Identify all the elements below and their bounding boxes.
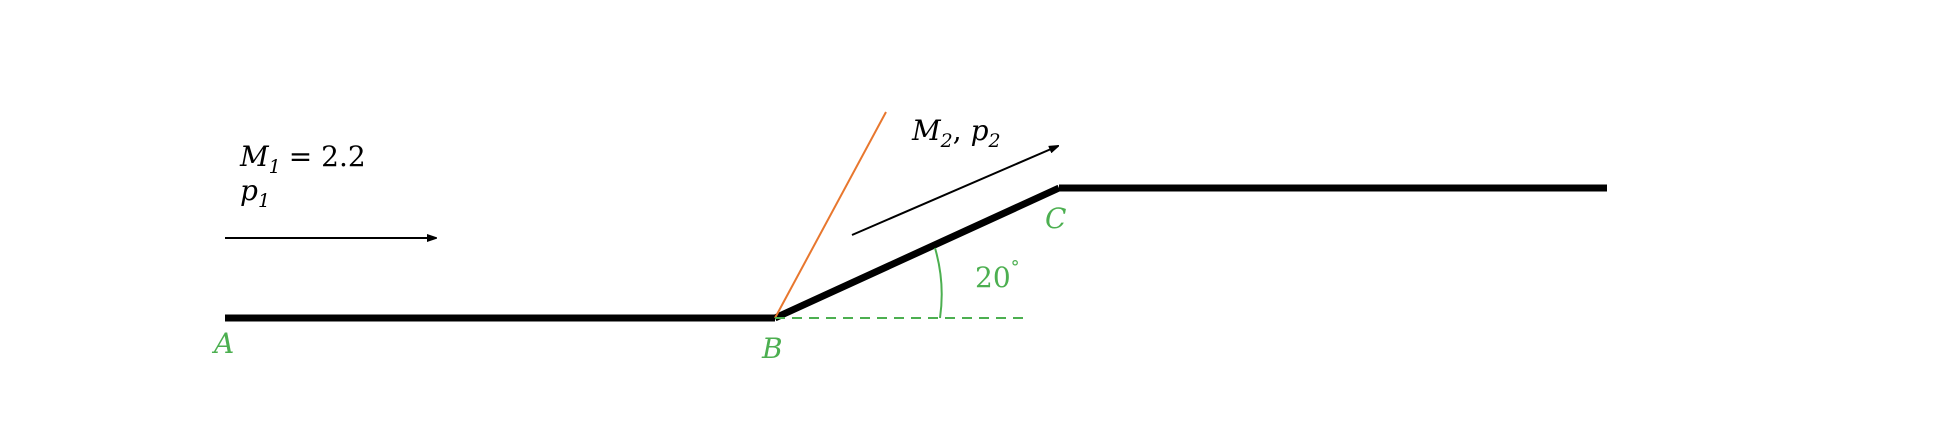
point-a-label: A — [211, 327, 234, 360]
downstream-flow-arrow — [851, 146, 1058, 236]
angle-arc — [934, 247, 943, 319]
upstream-pressure-label: p1 — [240, 174, 270, 212]
point-b-label: B — [761, 332, 783, 365]
point-c-label: C — [1045, 202, 1066, 235]
downstream-label: M2, p2 — [911, 114, 1001, 152]
angle-label: 20° — [975, 257, 1020, 294]
upstream-mach-label: M1= 2.2 — [239, 140, 366, 178]
shock-wave-line — [774, 111, 887, 319]
wall-bc-ramp — [773, 184, 1061, 322]
